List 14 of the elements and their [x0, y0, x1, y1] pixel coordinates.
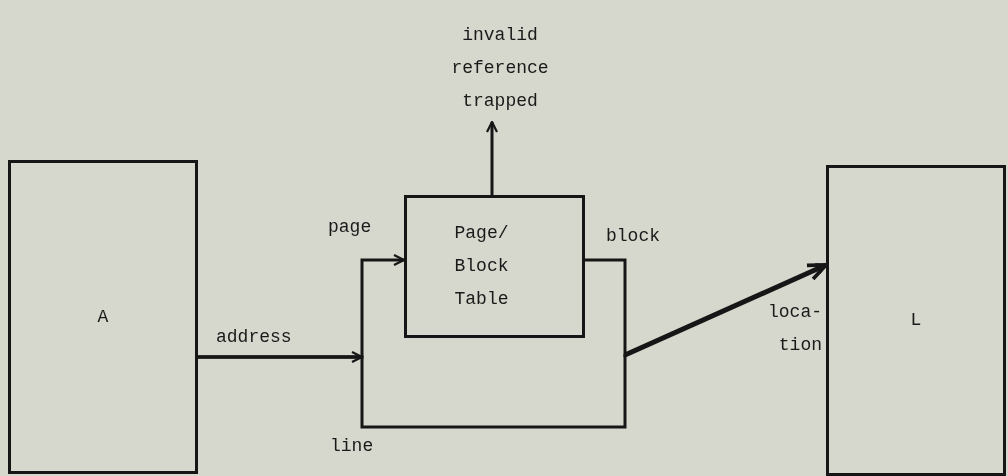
node-text: L — [909, 309, 923, 332]
process-box — [404, 195, 585, 338]
edge-label: line — [330, 435, 375, 458]
edge-label: page — [328, 216, 373, 239]
node-text: Page/ Block Table — [454, 222, 510, 311]
arrow — [623, 262, 828, 358]
process-box — [8, 160, 198, 474]
node-text: invalid reference trapped — [450, 23, 550, 113]
process-box — [826, 165, 1006, 476]
node-text: A — [96, 305, 110, 329]
signal-label: loca- tion — [767, 301, 822, 357]
arrow — [485, 120, 499, 195]
edge-label: block — [606, 225, 661, 248]
signal-label: address — [216, 326, 293, 349]
